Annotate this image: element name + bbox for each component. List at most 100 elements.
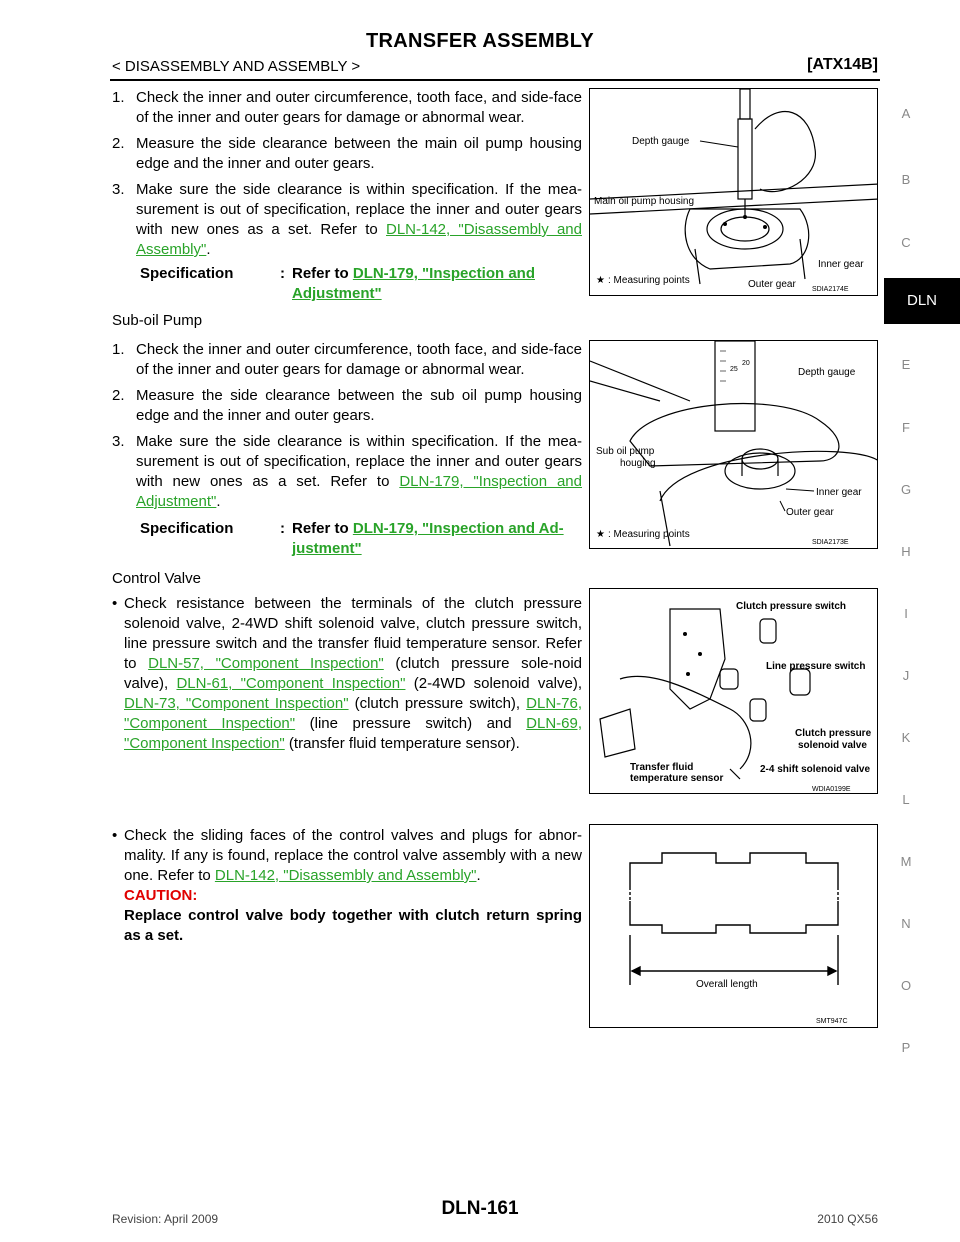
reference-link[interactable]: DLN-61, "Component Inspection": [176, 675, 406, 692]
valve-length-illustration: Overall length SMT947C: [629, 852, 848, 1025]
model-code: [ATX14B]: [807, 56, 878, 73]
spec-prefix: Refer to: [292, 265, 349, 282]
spec-label: Specification: [140, 265, 234, 282]
index-letter-i[interactable]: I: [904, 606, 908, 621]
step-item: 1. Check the inner and outer circumferen…: [112, 341, 582, 378]
control-valve-heading: Control Valve: [112, 570, 201, 587]
label-line-pressure-switch: Line pressure switch: [766, 661, 865, 672]
control-valve-bullet-2: • Check the sliding faces of the control…: [112, 826, 582, 952]
header-divider: [110, 79, 880, 81]
index-letter-j[interactable]: J: [902, 668, 910, 683]
reference-link[interactable]: DLN-69, "Component Inspection": [124, 715, 583, 752]
revision-date: Revision: April 2009: [112, 1212, 219, 1226]
reference-link[interactable]: DLN-57, "Component Inspection": [148, 655, 384, 672]
index-letter-o[interactable]: O: [900, 978, 912, 993]
step-item: 1. Check the inner and outer circumferen…: [112, 89, 582, 126]
star-icon: ★: [596, 529, 605, 540]
step-text: Check the inner and outer circumference,…: [136, 89, 582, 126]
label-clutch-solenoid: Clutch pressure: [795, 728, 872, 739]
reference-link[interactable]: DLN-73, "Component Inspection": [124, 695, 349, 712]
spec-prefix: Refer to: [292, 520, 349, 537]
label-overall-length: Overall length: [696, 979, 758, 990]
specification-row: Specification : Refer to DLN-179, "Inspe…: [140, 264, 580, 302]
label-depth-gauge: Depth gauge: [798, 367, 856, 378]
model-year: 2010 QX56: [817, 1212, 878, 1226]
sub-pump-steps: 1. Check the inner and outer circumferen…: [112, 340, 582, 518]
label-depth-gauge: Depth gauge: [632, 136, 690, 147]
index-letter-a[interactable]: A: [901, 106, 911, 121]
scale-20: 20: [742, 360, 750, 367]
label-fluid-sensor-2: temperature sensor: [630, 773, 723, 784]
specification-row: Specification : Refer to DLN-179, "Inspe…: [140, 519, 580, 557]
reference-link[interactable]: DLN-142, "Disassembly and Assembly": [136, 221, 582, 258]
control-valve-bullet-1: • Check resistance between the terminals…: [112, 594, 582, 760]
main-oil-pump-illustration: Depth gauge Main oil pump housing Inner …: [590, 89, 877, 293]
figure-code: SDIA2173E: [812, 539, 849, 546]
step-text: Make sure the side clearance is within s…: [136, 181, 582, 238]
reference-link[interactable]: DLN-76, "Component Inspection": [124, 695, 583, 732]
label-sub-housing: Sub oil pump: [596, 446, 655, 457]
index-letter-f[interactable]: F: [902, 420, 910, 435]
label-clutch-solenoid-2: solenoid valve: [798, 740, 867, 751]
spec-colon: :: [280, 520, 285, 537]
label-shift-solenoid: 2-4 shift solenoid valve: [760, 764, 870, 775]
step-item: 2. Measure the side clearance between th…: [112, 387, 582, 424]
sub-pump-heading: Sub-oil Pump: [112, 312, 203, 329]
label-outer-gear: Outer gear: [786, 507, 834, 518]
label-measuring-points: : Measuring points: [608, 529, 690, 540]
step-item: 3. Make sure the side clearance is withi…: [112, 181, 582, 258]
section-breadcrumb: < DISASSEMBLY AND ASSEMBLY >: [112, 58, 361, 75]
caution-text: Replace control valve body together with…: [124, 907, 582, 944]
label-housing: Main oil pump housing: [594, 196, 694, 207]
index-letter-b[interactable]: B: [901, 172, 911, 187]
figure-control-valve: Clutch pressure switch Line pressure swi…: [589, 588, 878, 794]
figure-main-oil-pump: Depth gauge Main oil pump housing Inner …: [589, 88, 878, 296]
figure-overall-length: Overall length SMT947C: [589, 824, 878, 1028]
reference-link[interactable]: DLN-179, "Inspection and Adjustment": [136, 473, 582, 510]
page-title: TRANSFER ASSEMBLY: [365, 30, 595, 52]
index-letter-g[interactable]: G: [900, 482, 912, 497]
scale-25: 25: [730, 366, 738, 373]
step-item: 2. Measure the side clearance between th…: [112, 135, 582, 172]
sub-oil-pump-illustration: 25 20 Depth gauge Sub oil pump houging I…: [590, 341, 877, 547]
index-letter-h[interactable]: H: [901, 544, 911, 559]
spec-link[interactable]: DLN-179, "Inspection and Adjustment": [292, 265, 535, 302]
star-icon: ★: [596, 275, 605, 286]
bullet-item: • Check the sliding faces of the control…: [112, 827, 582, 944]
label-sub-housing-2: houging: [620, 458, 656, 469]
step-text: Measure the side clearance between the m…: [136, 135, 582, 172]
index-letter-e[interactable]: E: [901, 357, 911, 372]
label-inner-gear: Inner gear: [816, 487, 862, 498]
index-letter-k[interactable]: K: [901, 730, 911, 745]
page-number: DLN-161: [441, 1198, 519, 1219]
label-clutch-pressure-switch: Clutch pressure switch: [736, 601, 846, 612]
figure-code: SDIA2174E: [812, 286, 849, 293]
control-valve-illustration: Clutch pressure switch Line pressure swi…: [599, 601, 872, 793]
label-fluid-sensor: Transfer fluid: [630, 762, 693, 773]
spec-label: Specification: [140, 520, 234, 537]
index-letter-p[interactable]: P: [901, 1040, 911, 1055]
index-letter-c[interactable]: C: [901, 235, 911, 250]
label-inner-gear: Inner gear: [818, 259, 864, 270]
step-text: Check the inner and outer circumference,…: [136, 341, 582, 378]
step-text: Measure the side clearance between the s…: [136, 387, 582, 424]
reference-link[interactable]: DLN-142, "Disassembly and Assembly": [214, 867, 477, 884]
spec-value: Refer to DLN-179, "Inspection and Ad-jus…: [292, 519, 582, 559]
spec-value: Refer to DLN-179, "Inspection and Adjust…: [292, 264, 582, 304]
bullet-item: • Check resistance between the terminals…: [112, 595, 583, 752]
step-item: 3. Make sure the side clearance is withi…: [112, 433, 582, 510]
index-letter-n[interactable]: N: [901, 916, 911, 931]
index-letter-m[interactable]: M: [900, 854, 912, 869]
caution-label: CAUTION:: [124, 887, 198, 904]
index-letter-l[interactable]: L: [902, 792, 910, 807]
main-pump-steps: 1. Check the inner and outer circumferen…: [112, 88, 582, 266]
step-text: Make sure the side clearance is within s…: [136, 433, 582, 490]
index-letter-dln-active[interactable]: DLN: [884, 278, 960, 324]
figure-code: WDIA0199E: [812, 786, 851, 793]
label-measuring-points: : Measuring points: [608, 275, 690, 286]
figure-code: SMT947C: [816, 1018, 848, 1025]
spec-link[interactable]: DLN-179, "Inspection and Ad-justment": [292, 520, 564, 557]
label-outer-gear: Outer gear: [748, 279, 796, 290]
spec-colon: :: [280, 265, 285, 282]
figure-sub-oil-pump: 25 20 Depth gauge Sub oil pump houging I…: [589, 340, 878, 549]
